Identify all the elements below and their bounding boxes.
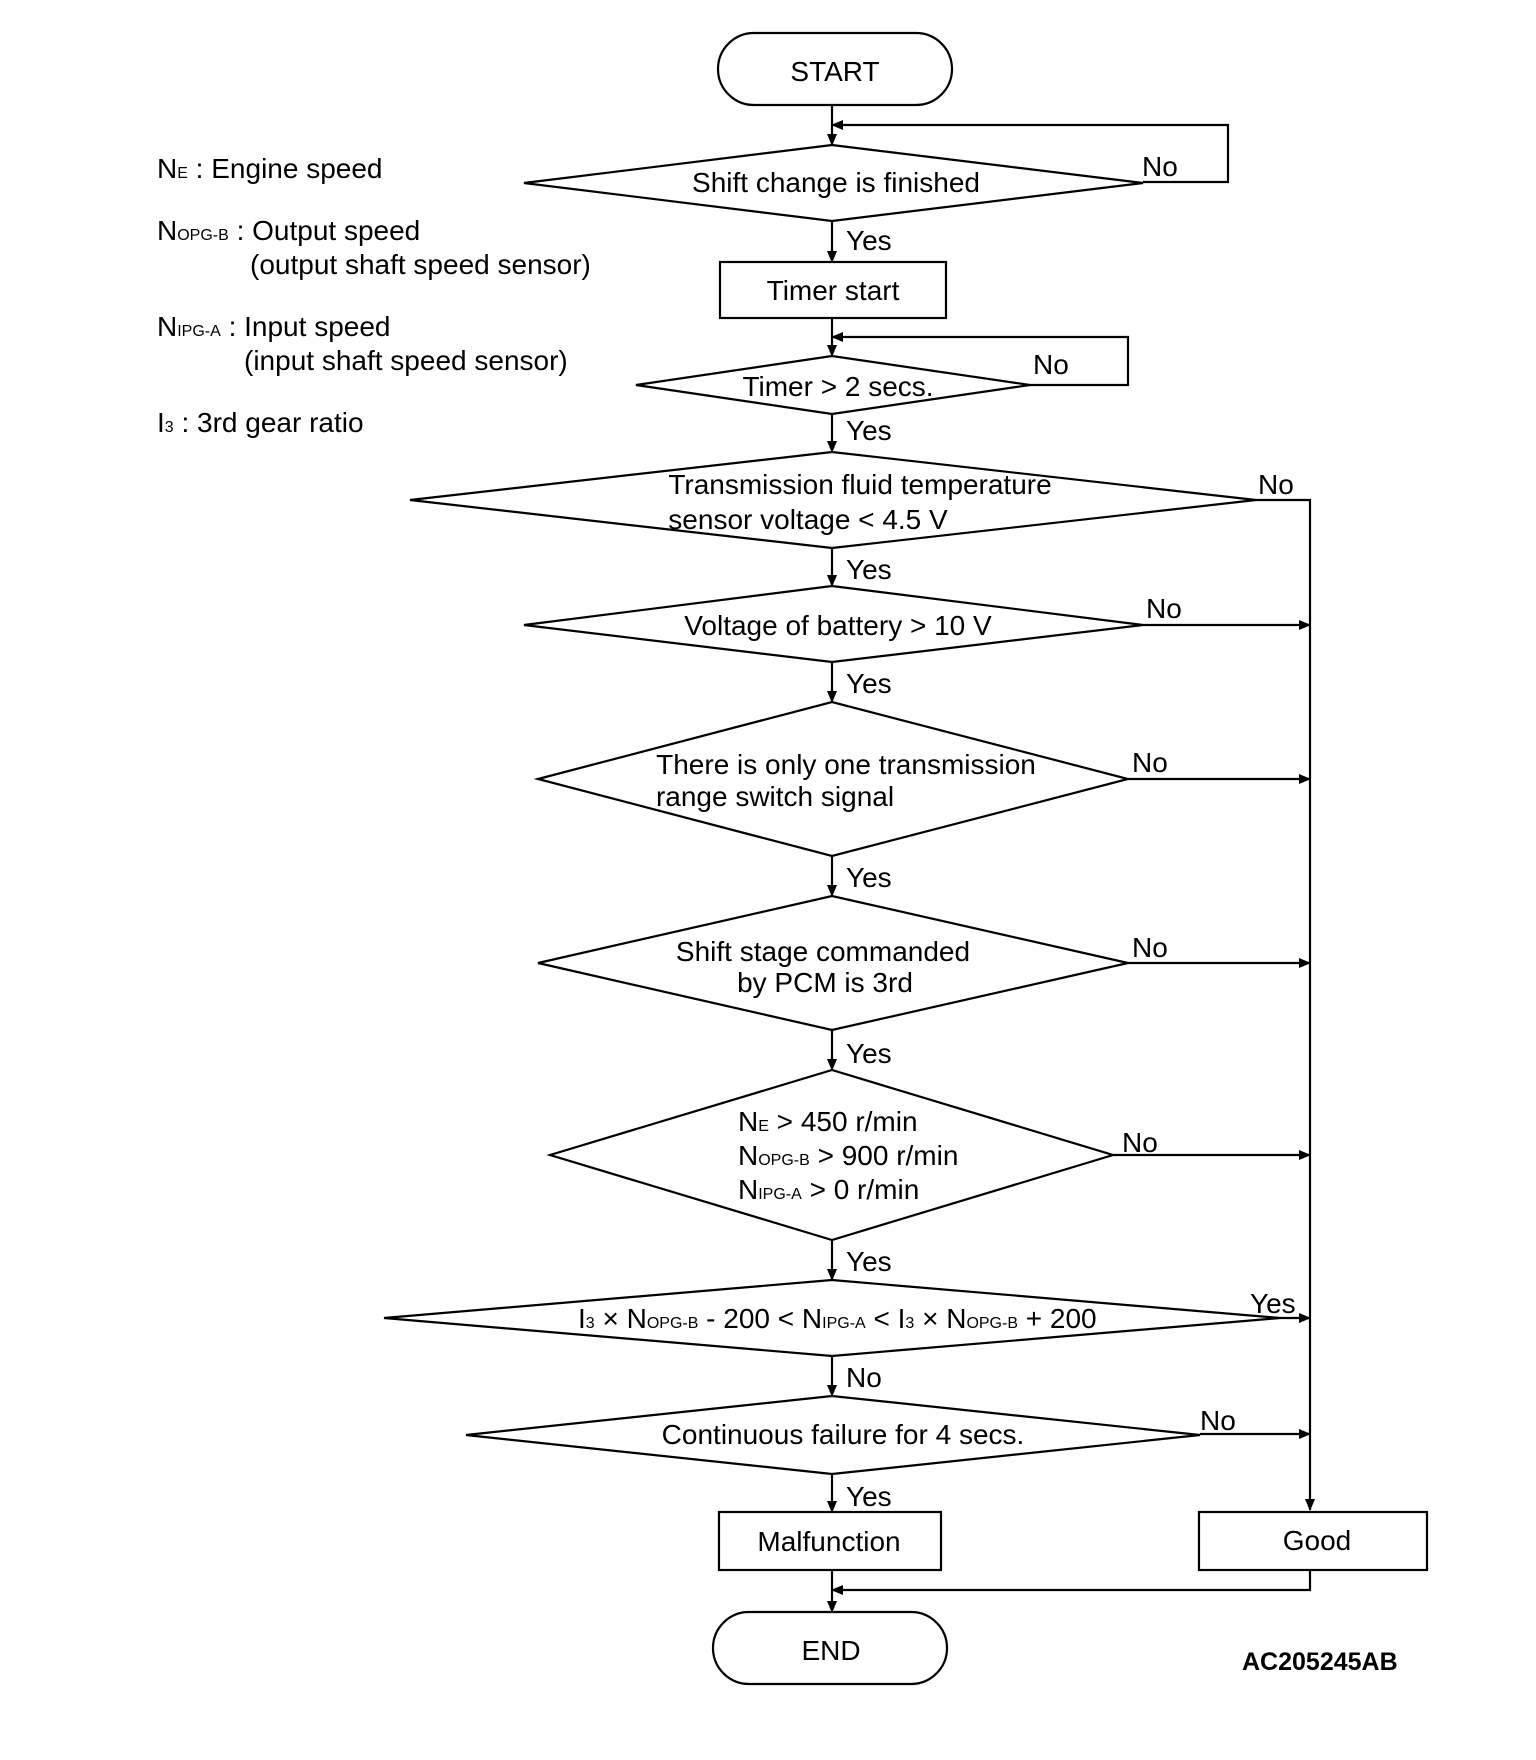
- edge-tft-no-to-good: [1256, 498, 1315, 1511]
- good-label: Good: [1283, 1525, 1352, 1556]
- shift-finished-label: Shift change is finished: [692, 167, 980, 198]
- label-yes-trs: Yes: [846, 862, 892, 893]
- label-no-tft: No: [1258, 469, 1294, 500]
- decision-speeds: NE > 450 r/min NOPG-B > 900 r/min NIPG-A…: [546, 1068, 1117, 1242]
- label-no-battery: No: [1146, 593, 1182, 624]
- label-yes-shift: Yes: [846, 225, 892, 256]
- battery-label: Voltage of battery > 10 V: [684, 610, 992, 641]
- timer-gt2-label: Timer > 2 secs.: [742, 371, 933, 402]
- process-good: Good: [1197, 1510, 1429, 1572]
- decision-shift-finished: Shift change is finished: [523, 143, 1144, 223]
- node-start: START: [716, 31, 954, 107]
- stage-line1: Shift stage commanded: [676, 936, 970, 967]
- legend-nopg: NOPG-B : Output speed: [157, 215, 420, 246]
- decision-gear-ratio: I3 × NOPG-B - 200 < NIPG-A < I3 × NOPG-B…: [383, 1278, 1281, 1358]
- legend-ne: NE : Engine speed: [157, 153, 383, 184]
- legend-nipg: NIPG-A : Input speed: [157, 311, 390, 342]
- label-yes-stage: Yes: [846, 1038, 892, 1069]
- label-no-trs: No: [1132, 747, 1168, 778]
- speeds-nipg: NIPG-A > 0 r/min: [738, 1174, 919, 1205]
- label-yes-ratio: Yes: [1250, 1288, 1296, 1319]
- label-no-timer: No: [1033, 349, 1069, 380]
- label-yes-battery: Yes: [846, 668, 892, 699]
- loop-lines: [831, 120, 1230, 387]
- label-no-shift: No: [1142, 151, 1178, 182]
- tft-line2: sensor voltage < 4.5 V: [668, 504, 948, 535]
- start-label: START: [790, 56, 879, 87]
- label-no-ratio: No: [846, 1362, 882, 1393]
- figure-code: AC205245AB: [1242, 1648, 1398, 1676]
- node-end: END: [711, 1610, 949, 1686]
- decision-battery: Voltage of battery > 10 V: [523, 584, 1144, 664]
- legend-nipg-desc: (input shaft speed sensor): [244, 345, 568, 376]
- process-timer-start: Timer start: [718, 260, 948, 320]
- decision-tft-voltage: Transmission fluid temperature sensor vo…: [409, 450, 1257, 550]
- speeds-ne: NE > 450 r/min: [738, 1106, 918, 1137]
- label-yes-tft: Yes: [846, 554, 892, 585]
- decision-shift-stage: Shift stage commanded by PCM is 3rd: [537, 894, 1129, 1032]
- legend-nopg-desc: (output shaft speed sensor): [250, 249, 591, 280]
- tft-line1: Transmission fluid temperature: [668, 469, 1051, 500]
- speeds-nopg: NOPG-B > 900 r/min: [738, 1140, 958, 1171]
- edge-labels: No Yes No Yes No Yes No Yes No Yes No Ye…: [846, 151, 1296, 1512]
- malfunction-label: Malfunction: [757, 1526, 900, 1557]
- label-yes-continuous: Yes: [846, 1481, 892, 1512]
- continuous-label: Continuous failure for 4 secs.: [662, 1419, 1025, 1450]
- label-no-stage: No: [1132, 932, 1168, 963]
- stage-line2: by PCM is 3rd: [737, 967, 913, 998]
- ratio-label: I3 × NOPG-B - 200 < NIPG-A < I3 × NOPG-B…: [578, 1303, 1097, 1334]
- end-label: END: [801, 1635, 860, 1666]
- decision-continuous-failure: Continuous failure for 4 secs.: [465, 1394, 1201, 1476]
- label-no-continuous: No: [1200, 1405, 1236, 1436]
- timer-start-label: Timer start: [767, 275, 900, 306]
- label-yes-timer: Yes: [846, 415, 892, 446]
- decision-timer-gt2: Timer > 2 secs.: [635, 354, 1031, 416]
- label-no-speeds: No: [1122, 1127, 1158, 1158]
- trs-line2: range switch signal: [656, 781, 894, 812]
- decision-trs-signal: There is only one transmission range swi…: [533, 700, 1133, 858]
- edge-good-to-end: [831, 1570, 1312, 1595]
- legend-i3: I3 : 3rd gear ratio: [157, 407, 364, 438]
- process-malfunction: Malfunction: [717, 1510, 943, 1572]
- edge-shift-no-loop: [831, 120, 1230, 184]
- good-bus-lines: [831, 498, 1315, 1595]
- edge-timer-no-loop: [831, 332, 1130, 387]
- label-yes-speeds: Yes: [846, 1246, 892, 1277]
- trs-line1: There is only one transmission: [656, 749, 1036, 780]
- legend: NE : Engine speed NOPG-B : Output speed …: [157, 153, 591, 438]
